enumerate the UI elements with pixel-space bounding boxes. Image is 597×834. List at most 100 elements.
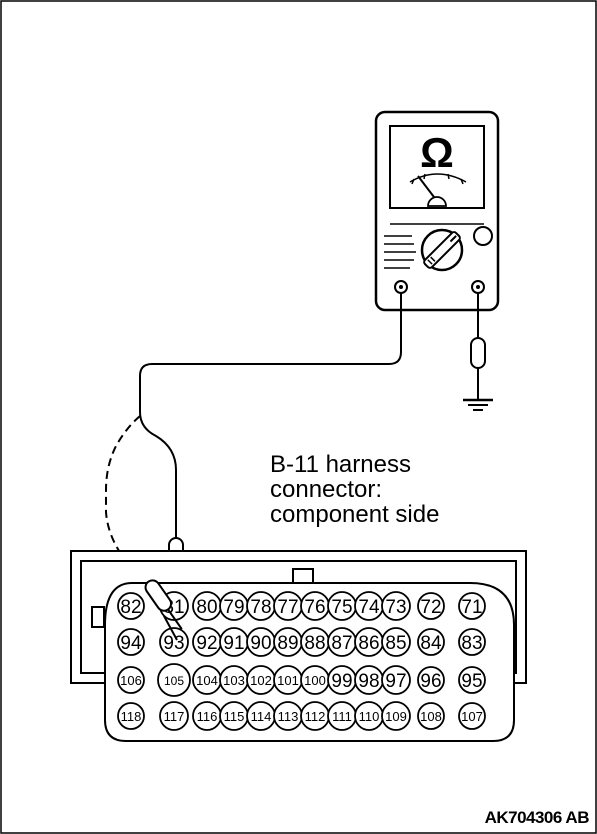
connector-pin-84: 84 [417, 628, 445, 656]
pin-number: 98 [358, 671, 379, 692]
connector-pin-118: 118 [117, 702, 145, 730]
ground-lead [463, 293, 493, 411]
pin-socket [417, 666, 445, 694]
connector-pin-104: 104 [192, 665, 222, 695]
connector-pin-89: 89 [273, 627, 303, 657]
connector-pin-117: 117 [159, 701, 189, 731]
connector-pin-73: 73 [381, 591, 411, 621]
connector-pin-80: 80 [192, 591, 222, 621]
pin-number: 78 [250, 597, 271, 618]
connector-pin-100: 100 [300, 665, 330, 695]
connector-pin-112: 112 [300, 701, 330, 731]
probe-wiring [105, 293, 402, 601]
connector-label: B-11 harness connector: component side [270, 452, 439, 527]
pin-socket [458, 628, 486, 656]
connector-pin-116: 116 [192, 701, 222, 731]
pin-number: 113 [278, 709, 299, 724]
ohm-symbol: Ω [420, 129, 454, 176]
pin-socket [417, 702, 445, 730]
pin-number: 92 [196, 633, 217, 654]
pin-number: 100 [304, 673, 326, 688]
pin-socket [458, 702, 486, 730]
pin-number: 75 [331, 597, 352, 618]
pin-socket [417, 592, 445, 620]
pin-socket [381, 665, 411, 695]
connector-pin-113: 113 [273, 701, 303, 731]
pin-number: 103 [223, 673, 245, 688]
pin-number: 101 [277, 673, 299, 688]
pin-number: 108 [420, 709, 442, 724]
connector-pin-94: 94 [117, 628, 145, 656]
pin-number: 89 [277, 633, 298, 654]
pin-number: 83 [461, 633, 482, 654]
pin-number: 111 [332, 709, 352, 724]
pin-number: 105 [164, 674, 184, 688]
pin-number: 99 [331, 671, 352, 692]
selector-knob-icon [420, 228, 464, 272]
pin-number: 91 [223, 633, 244, 654]
pin-number: 90 [250, 633, 271, 654]
pin-number: 114 [251, 709, 272, 724]
pin-socket [117, 702, 145, 730]
connector-pin-83: 83 [458, 628, 486, 656]
connector-pin-108: 108 [417, 702, 445, 730]
pin-number: 85 [385, 633, 406, 654]
pin-number: 84 [420, 633, 442, 654]
connector-pin-98: 98 [354, 665, 384, 695]
connector-label-line2: connector: [270, 476, 383, 503]
pin-number: 74 [358, 597, 380, 618]
pin-socket [458, 592, 486, 620]
connector-pin-114: 114 [246, 701, 276, 731]
needle-pivot [427, 196, 447, 207]
pin-number: 72 [420, 597, 441, 618]
ground-probe [470, 337, 486, 369]
pin-number: 97 [385, 671, 406, 692]
connector-pin-74: 74 [354, 591, 384, 621]
pin-number: 93 [163, 633, 184, 654]
pin-number: 115 [224, 709, 245, 724]
connector-pin-71: 71 [458, 592, 486, 620]
connector-pin-111: 111 [327, 701, 357, 731]
connector-pin-115: 115 [219, 701, 249, 731]
connector-pin-75: 75 [327, 591, 357, 621]
pin-number: 117 [164, 709, 185, 724]
connector-pin-93: 93 [159, 627, 189, 657]
pin-number: 95 [461, 671, 482, 692]
connector-pin-96: 96 [417, 666, 445, 694]
connector-pin-99: 99 [327, 665, 357, 695]
pin-socket [159, 627, 189, 657]
ohmmeter: Ω [374, 110, 500, 312]
meter-display [389, 125, 485, 209]
connector-pin-110: 110 [354, 701, 384, 731]
pin-number: 109 [385, 709, 407, 724]
pin-socket [117, 666, 145, 694]
pin-socket [381, 627, 411, 657]
pin-number: 118 [121, 709, 142, 724]
pin-number: 86 [358, 633, 379, 654]
connector-pin-102: 102 [246, 665, 276, 695]
pin-number: 77 [277, 597, 298, 618]
pin-socket [159, 701, 189, 731]
connector-pin-85: 85 [381, 627, 411, 657]
pin-number: 88 [304, 633, 325, 654]
connector-pin-78: 78 [246, 591, 276, 621]
connector-pin-87: 87 [327, 627, 357, 657]
connector-label-line3: component side [270, 501, 440, 528]
pin-number: 107 [461, 709, 483, 724]
connector-pin-72: 72 [417, 592, 445, 620]
pin-number: 71 [461, 597, 482, 618]
pin-socket [157, 663, 191, 697]
connector-label-line1: B-11 harness [270, 451, 411, 478]
connector-pin-106: 106 [117, 666, 145, 694]
pin-number: 73 [385, 597, 406, 618]
pin-number: 80 [196, 597, 217, 618]
pin-socket [117, 592, 145, 620]
connector-pin-76: 76 [300, 591, 330, 621]
connector-pin-92: 92 [192, 627, 222, 657]
pin-number: 112 [305, 709, 326, 724]
connector-latch [292, 568, 314, 584]
